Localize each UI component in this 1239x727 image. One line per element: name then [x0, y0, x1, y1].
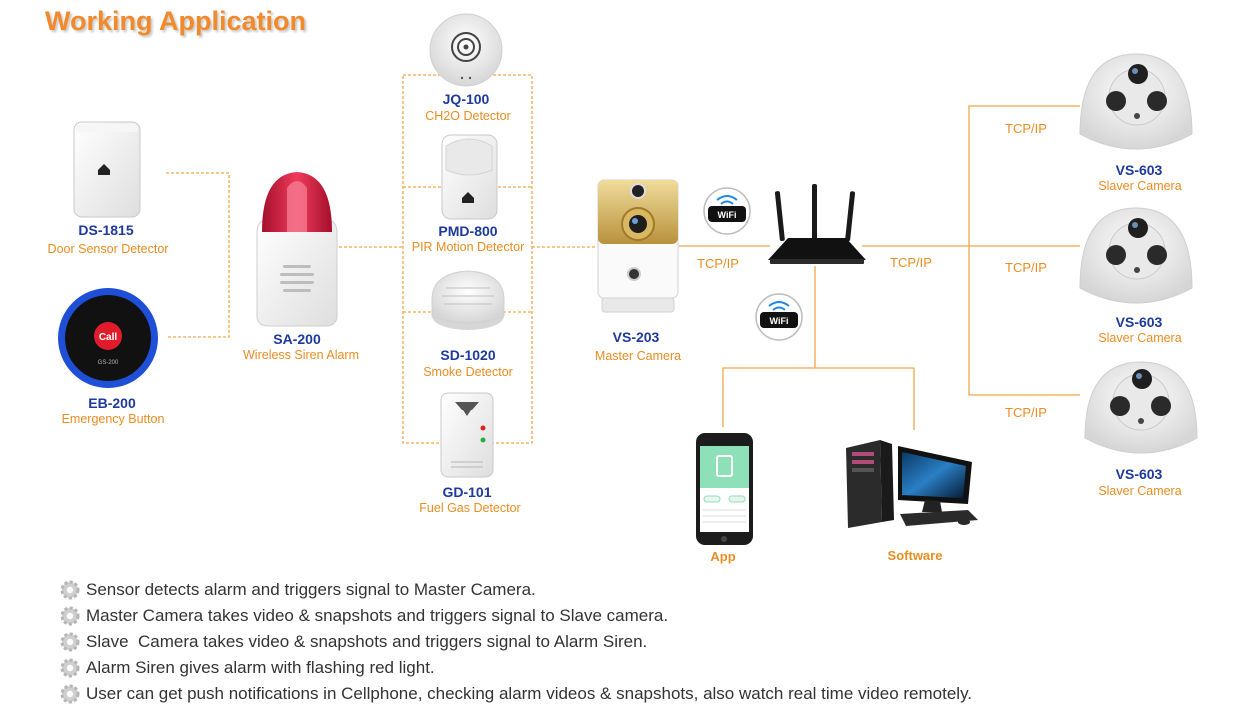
gear-bullet-icon: [60, 684, 80, 704]
emergency-button-desc: Emergency Button: [61, 412, 165, 426]
gear-bullet-icon: [60, 632, 80, 652]
note-item: User can get push notifications in Cellp…: [60, 681, 972, 707]
notes-list: Sensor detects alarm and triggers signal…: [60, 577, 972, 707]
note-text: User can get push notifications in Cellp…: [86, 684, 973, 703]
note-text: Alarm Siren gives alarm with flashing re…: [86, 658, 435, 677]
slave-camera-model: VS-603: [1115, 162, 1163, 178]
wifi-badge-icon: WiFi: [703, 187, 751, 235]
gas-desc: Fuel Gas Detector: [419, 501, 521, 515]
gas-model: GD-101: [442, 484, 492, 500]
smoke-desc: Smoke Detector: [423, 365, 513, 379]
desktop-computer-icon: [846, 440, 978, 528]
note-text: Sensor detects alarm and triggers signal…: [86, 580, 536, 599]
gear-bullet-icon: [60, 658, 80, 678]
note-text: Master Camera takes video & snapshots an…: [86, 606, 669, 625]
door-sensor-model: DS-1815: [78, 222, 134, 238]
dome-camera-icon: [1079, 207, 1193, 304]
gear-bullet-icon: [60, 606, 80, 626]
emergency-button-model: EB-200: [88, 395, 136, 411]
emergency-sub-label: GS-200: [98, 360, 119, 366]
connection-lines: [166, 74, 596, 444]
tcp-label: TCP/IP: [890, 255, 932, 270]
tcp-label: TCP/IP: [1005, 121, 1047, 136]
tcp-label: TCP/IP: [1005, 260, 1047, 275]
ch2o-desc: CH2O Detector: [425, 109, 511, 123]
master-camera-model: VS-203: [612, 329, 660, 345]
pir-model: PMD-800: [438, 223, 498, 239]
note-item: Sensor detects alarm and triggers signal…: [60, 577, 972, 603]
page-title: Working Application: [45, 6, 306, 36]
gear-bullet-icon: [60, 580, 80, 600]
siren-icon: [256, 172, 338, 327]
door-sensor-desc: Door Sensor Detector: [47, 242, 169, 256]
app-label: App: [710, 549, 736, 564]
master-camera-desc: Master Camera: [594, 349, 682, 363]
emergency-call-label: Call: [99, 332, 118, 343]
tcp-label: TCP/IP: [697, 256, 739, 271]
smoke-detector-icon: [431, 270, 505, 330]
door-sensor-icon: [73, 121, 141, 218]
pir-detector-icon: [441, 134, 498, 220]
siren-model: SA-200: [273, 331, 321, 347]
dome-camera-icon: [1079, 53, 1193, 150]
dome-camera-icon: [1084, 361, 1198, 454]
pir-desc: PIR Motion Detector: [411, 240, 525, 254]
slave-camera-model: VS-603: [1115, 314, 1163, 330]
slave-camera-model: VS-603: [1115, 466, 1163, 482]
smoke-model: SD-1020: [440, 347, 496, 363]
wifi-label: WiFi: [770, 316, 789, 326]
network-lines: [679, 105, 1080, 430]
slave-camera-desc: Slaver Camera: [1098, 331, 1182, 345]
note-item: Master Camera takes video & snapshots an…: [60, 603, 972, 629]
note-item: Slave Camera takes video & snapshots and…: [60, 629, 972, 655]
ch2o-model: JQ-100: [442, 91, 490, 107]
emergency-button-icon: Call GS-200: [58, 288, 158, 388]
slave-camera-desc: Slaver Camera: [1098, 179, 1182, 193]
software-label: Software: [887, 548, 943, 563]
tcp-label: TCP/IP: [1005, 405, 1047, 420]
note-text: Slave Camera takes video & snapshots and…: [86, 632, 648, 651]
wifi-badge-icon: WiFi: [755, 293, 803, 341]
note-item: Alarm Siren gives alarm with flashing re…: [60, 655, 972, 681]
gas-detector-icon: [440, 392, 494, 478]
slave-camera-desc: Slaver Camera: [1098, 484, 1182, 498]
smartphone-icon: [696, 433, 753, 545]
master-camera-icon: [597, 179, 679, 313]
siren-desc: Wireless Siren Alarm: [243, 348, 359, 362]
wifi-label: WiFi: [718, 210, 737, 220]
ch2o-detector-icon: [429, 13, 503, 87]
router-icon: [768, 184, 866, 264]
